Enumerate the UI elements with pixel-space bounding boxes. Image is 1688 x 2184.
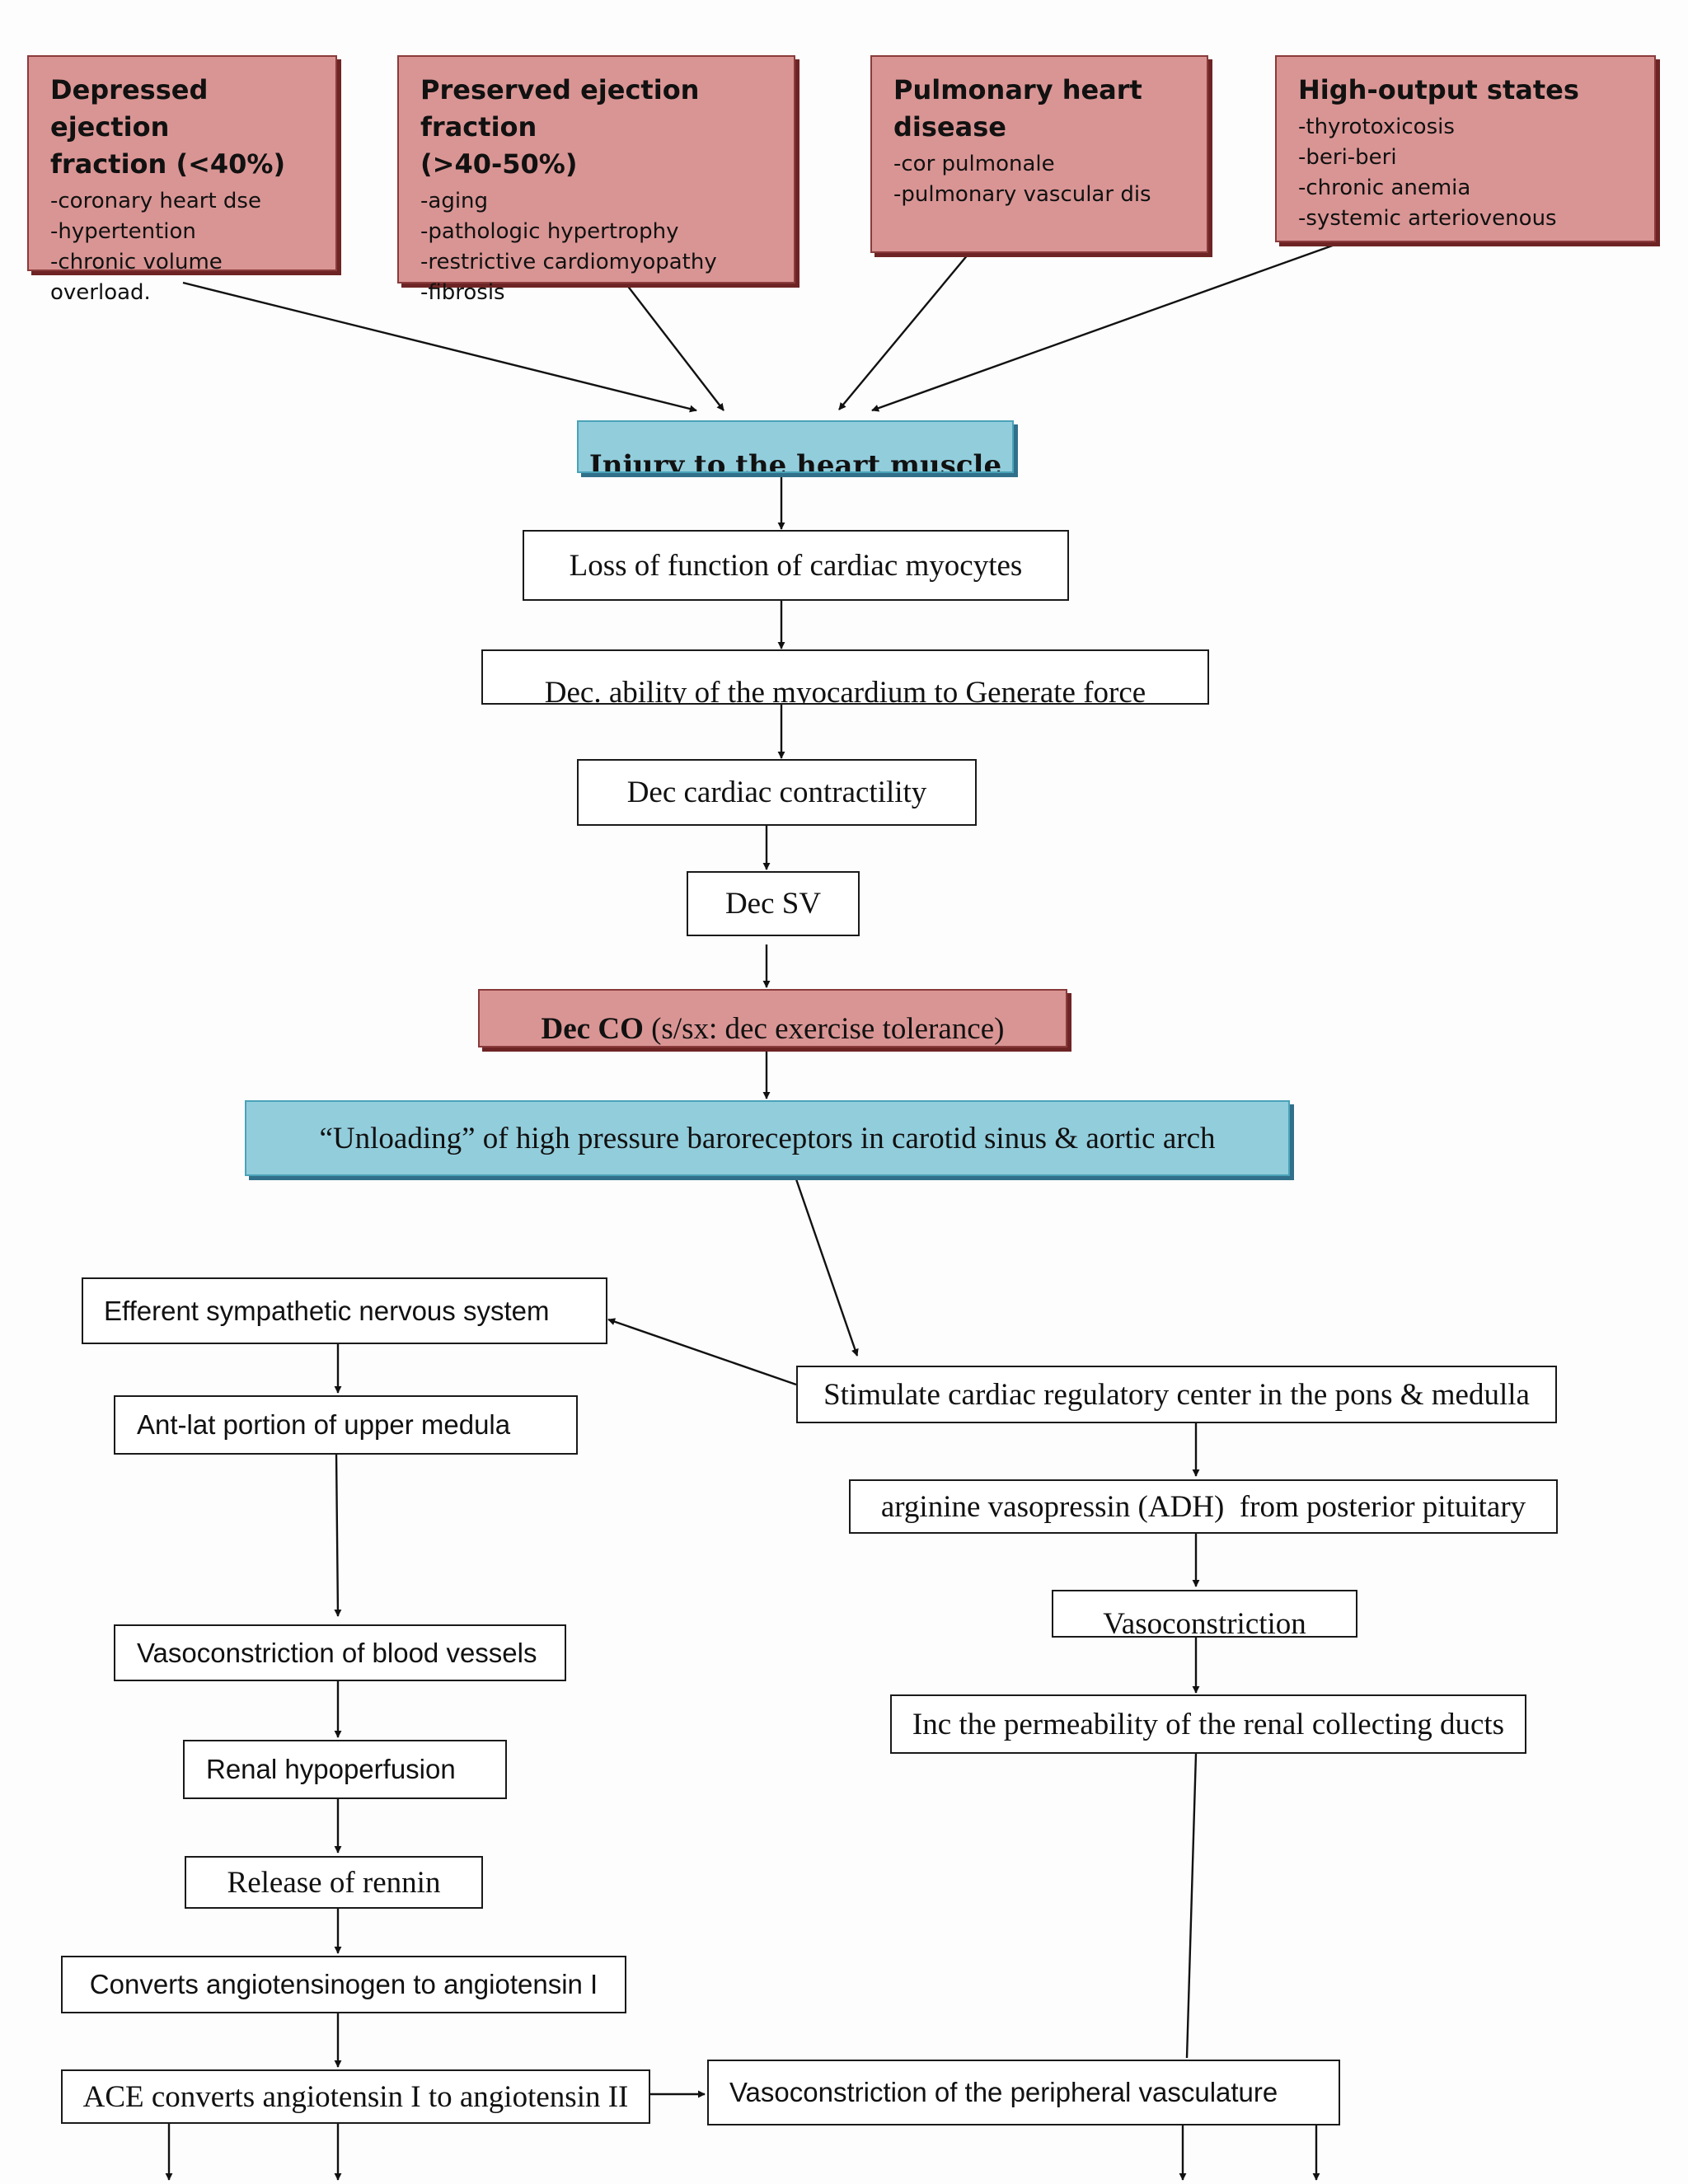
list-item: -coronary heart dse bbox=[50, 189, 261, 213]
list-item: -pulmonary vascular dis bbox=[893, 182, 1151, 207]
dec-sv-box: Dec SV bbox=[687, 871, 860, 936]
list-item: -fibrosis bbox=[420, 280, 505, 305]
list-item: overload. bbox=[50, 280, 151, 305]
unloading-baroreceptors-box: “Unloading” of high pressure barorecepto… bbox=[245, 1100, 1290, 1176]
dec-co-label: Dec CO bbox=[541, 1012, 644, 1046]
dec-contractility-box: Dec cardiac contractility bbox=[577, 759, 977, 826]
ace-converts-box: ACE converts angiotensin I to angiotensi… bbox=[61, 2069, 650, 2124]
inc-permeability-box: Inc the permeability of the renal collec… bbox=[890, 1694, 1526, 1754]
list-item: -restrictive cardiomyopathy bbox=[420, 250, 717, 274]
dec-ability-box: Dec. ability of the myocardium to Genera… bbox=[481, 649, 1209, 705]
list-item: -chronic volume bbox=[50, 250, 223, 274]
list-item: -chronic anemia bbox=[1298, 176, 1471, 200]
arrow-cause1-to-injury bbox=[182, 281, 697, 413]
cause-preserved-ef-title: Preserved ejection fraction (>40-50%) bbox=[420, 74, 700, 180]
renal-hypoperfusion-box: Renal hypoperfusion bbox=[183, 1740, 507, 1799]
arrow-cause2-to-injury bbox=[626, 284, 724, 411]
arrow-stimulate-to-efferent bbox=[607, 1318, 797, 1386]
cause-pulmonary-heart-disease: Pulmonary heart disease -cor pulmonale -… bbox=[870, 55, 1208, 253]
cause-preserved-ef: Preserved ejection fraction (>40-50%) -a… bbox=[397, 55, 795, 305]
vasoconstriction-blood-vessels-box: Vasoconstriction of blood vessels bbox=[114, 1624, 566, 1681]
stimulate-regulatory-center-box: Stimulate cardiac regulatory center in t… bbox=[796, 1366, 1557, 1423]
ant-lat-medula-box: Ant-lat portion of upper medula bbox=[114, 1395, 578, 1455]
loss-of-function-box: Loss of function of cardiac myocytes bbox=[523, 530, 1069, 601]
list-item: -systemic arteriovenous bbox=[1298, 206, 1557, 231]
list-item: -beri-beri bbox=[1298, 145, 1397, 170]
injury-heart-muscle: Injury to the heart muscle bbox=[577, 420, 1014, 473]
converts-angiotensinogen-box: Converts angiotensinogen to angiotensin … bbox=[61, 1956, 626, 2013]
cause-depressed-ef: Depressed ejection fraction (<40%) -coro… bbox=[27, 55, 337, 305]
efferent-sympathetic-box: Efferent sympathetic nervous system bbox=[82, 1277, 607, 1344]
list-item: -hypertention bbox=[50, 219, 196, 244]
arrow-cause4-to-injury bbox=[871, 241, 1340, 412]
vasoconstriction-peripheral-box: Vasoconstriction of the peripheral vascu… bbox=[707, 2060, 1340, 2125]
injury-label: Injury to the heart muscle bbox=[588, 449, 1002, 473]
vasoconstriction-box: Vasoconstriction bbox=[1052, 1590, 1357, 1638]
line-permeability-to-peripheral bbox=[1185, 1753, 1198, 2059]
list-item: -thyrotoxicosis bbox=[1298, 115, 1455, 139]
list-item: -cor pulmonale bbox=[893, 152, 1055, 176]
cause-high-output: High-output states -thyrotoxicosis -beri… bbox=[1275, 55, 1656, 242]
arrow-unloading-to-stimulate bbox=[794, 1176, 859, 1357]
adh-vasopressin-box: arginine vasopressin (ADH) from posterio… bbox=[849, 1479, 1558, 1534]
list-item: -pathologic hypertrophy bbox=[420, 219, 679, 244]
arrow-cause3-to-injury bbox=[838, 253, 969, 410]
release-rennin-box: Release of rennin bbox=[185, 1856, 483, 1909]
cause-depressed-ef-title: Depressed ejection fraction (<40%) bbox=[50, 74, 286, 180]
cause-high-output-title: High-output states bbox=[1298, 74, 1579, 105]
arrow-antlat-to-vasoconstriction bbox=[334, 1451, 342, 1617]
list-item: -aging bbox=[420, 189, 489, 213]
cause-pulmonary-title: Pulmonary heart disease bbox=[893, 74, 1142, 143]
dec-co-symptoms: (s/sx: dec exercise tolerance) bbox=[643, 1012, 1005, 1046]
dec-co-box: Dec CO (s/sx: dec exercise tolerance) bbox=[478, 989, 1067, 1047]
